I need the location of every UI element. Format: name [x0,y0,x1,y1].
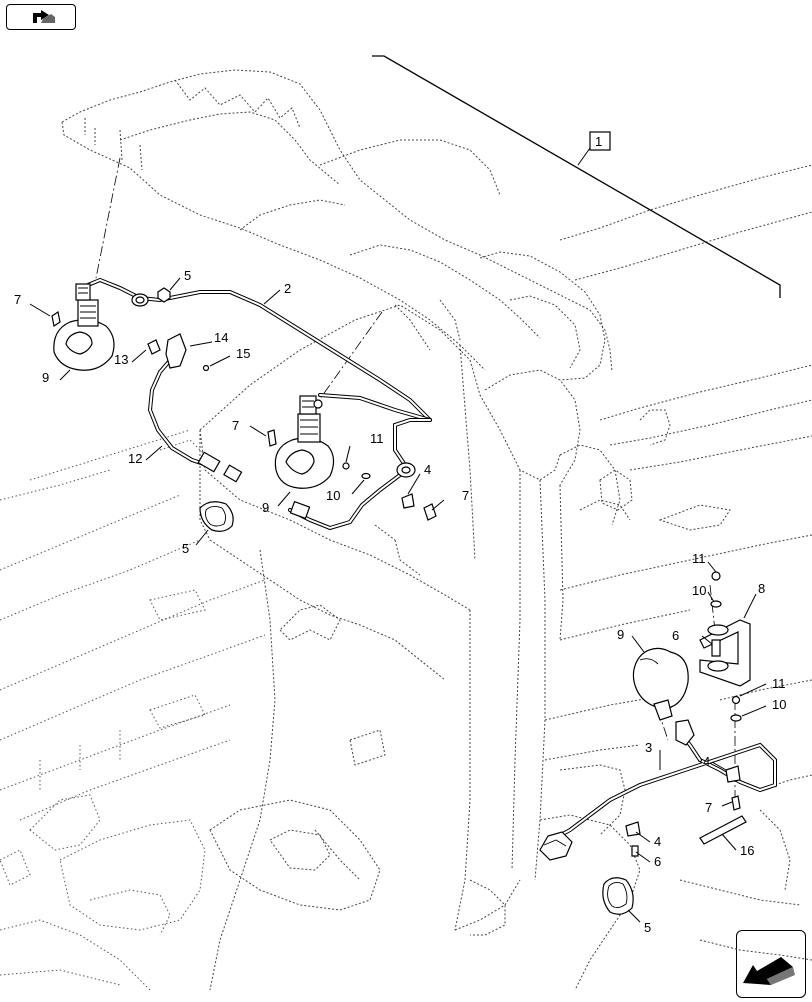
callout-7-lower: 7 [705,800,712,815]
right-beam-outline [539,364,812,991]
callout-1-leader [577,147,591,166]
alignment-line-bracket [709,584,717,641]
callout-9-right: 9 [617,627,624,642]
callout-labels: 1 2 3 4 4 4 5 5 5 6 6 7 7 7 7 8 9 9 9 10… [14,134,786,935]
callout-1-box [589,131,611,151]
top-nav-button[interactable] [6,4,76,30]
callout-10-right: 10 [772,697,786,712]
callout-6-lower: 6 [654,854,661,869]
callout-5-left: 5 [182,541,189,556]
hardware [51,287,747,857]
lamp-9-upper-left [53,283,115,371]
callout-11-bracket: 11 [692,551,706,566]
callout-leaders [29,277,767,923]
callout-16: 16 [740,843,754,858]
callout-4-right-upper: 4 [703,754,710,769]
bottom-nav-button[interactable] [736,930,806,998]
harness-center-loop [288,462,416,531]
callout-9-center: 9 [262,500,269,515]
callout-7-left: 7 [14,292,21,307]
callout-10-bracket: 10 [692,583,706,598]
harness-3 [539,719,777,861]
alignment-line-upper-left [95,157,121,279]
callout-6-bracket: 6 [672,628,679,643]
callout-4-right-lower: 4 [654,834,661,849]
callout-1: 1 [595,134,602,149]
callout-7-center: 7 [232,418,239,433]
bracket-8 [699,619,751,687]
callout-4-center: 4 [424,462,431,477]
left-beam-outline [0,429,266,991]
return-arrow-icon [743,957,795,985]
harness-2 [86,277,432,467]
callout-9-left: 9 [42,370,49,385]
callout-3: 3 [645,740,652,755]
main-frame-outline [199,304,631,991]
callout-12: 12 [128,451,142,466]
callout-13: 13 [114,352,128,367]
lamp-9-right [632,647,689,721]
callout-8: 8 [758,581,765,596]
strap-5-right [602,877,634,915]
callout-7-right: 7 [462,488,469,503]
harness-12 [147,356,243,483]
callout-14: 14 [214,330,228,345]
upper-frame-outline [61,69,812,381]
callout-10-center: 10 [326,488,340,503]
callout-5-top: 5 [184,268,191,283]
callout-11-center: 11 [370,431,384,446]
folder-arrow-icon [33,10,55,23]
callout-5-right: 5 [644,920,651,935]
callout-11-right: 11 [772,676,786,691]
assembly-leader-line [372,55,781,298]
callout-15: 15 [236,346,250,361]
lamp-9-center [274,395,335,489]
strap-5-left [199,501,234,532]
callout-2: 2 [284,281,291,296]
